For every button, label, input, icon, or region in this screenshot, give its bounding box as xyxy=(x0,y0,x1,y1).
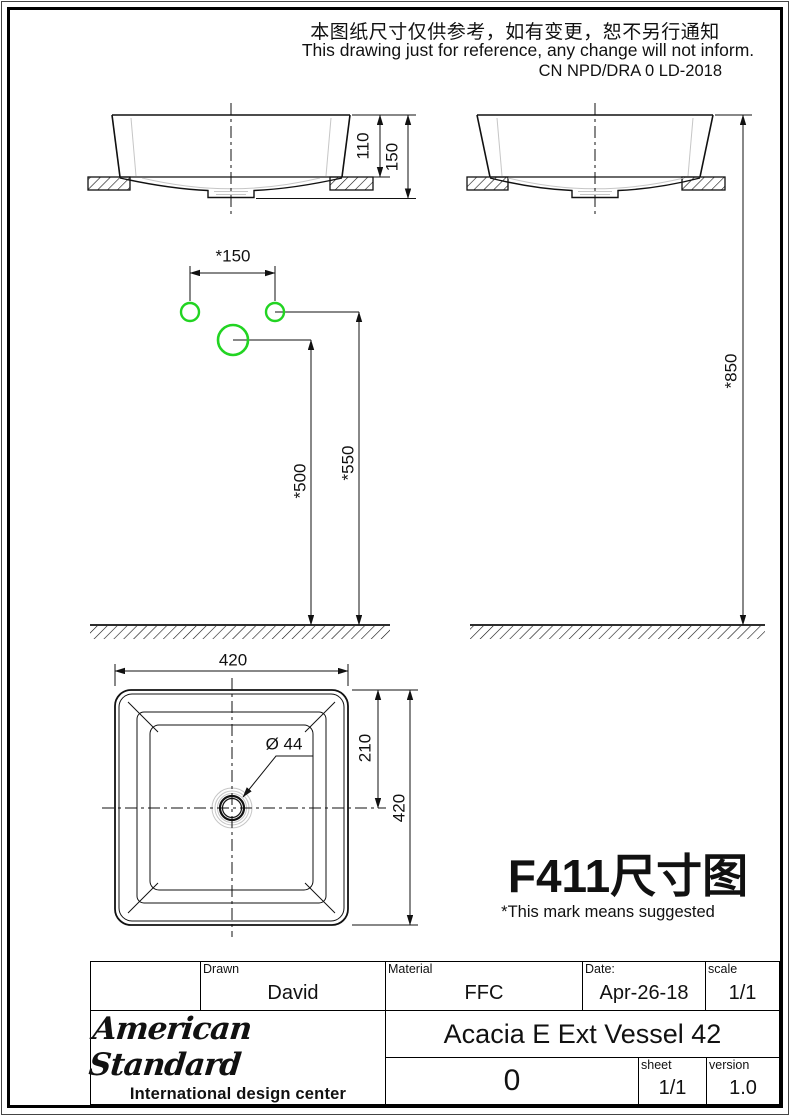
notice-chinese: 本图纸尺寸仅供参考，如有变更，恕不另行通知 xyxy=(310,22,720,43)
front-section-view xyxy=(87,103,416,214)
dim-500-label: *500 xyxy=(290,463,310,499)
plan-view xyxy=(102,664,418,937)
dim-550-label: *550 xyxy=(338,445,358,481)
dim-150-spacing-label: *150 xyxy=(215,246,251,266)
drawn-label: Drawn xyxy=(203,962,240,976)
scale-label: scale xyxy=(708,962,738,976)
faucet-hole-layout xyxy=(179,266,363,626)
dim-210-label: 210 xyxy=(355,733,375,763)
revision-cell: 0 xyxy=(385,1057,639,1105)
product-name-cell: Acacia E Ext Vessel 42 xyxy=(385,1010,780,1058)
brand-cell: American Standard International design c… xyxy=(87,1010,386,1105)
brand-subtitle: International design center xyxy=(129,1085,347,1103)
dim-150-label: 150 xyxy=(382,142,402,172)
floor-lines xyxy=(90,624,765,639)
drawn-cell: Drawn David xyxy=(200,961,386,1011)
side-section-view xyxy=(466,103,752,626)
title-block-empty-cell xyxy=(90,961,201,1011)
figure-note: *This mark means suggested xyxy=(501,903,715,921)
dim-110-label: 110 xyxy=(353,132,373,160)
revision-value: 0 xyxy=(503,1064,521,1097)
product-name: Acacia E Ext Vessel 42 xyxy=(443,1018,722,1049)
material-cell: Material FFC xyxy=(385,961,583,1011)
material-value: FFC xyxy=(464,981,504,1004)
material-label: Material xyxy=(388,962,433,976)
scale-cell: scale 1/1 xyxy=(705,961,780,1011)
scale-value: 1/1 xyxy=(728,981,757,1004)
drawn-value: David xyxy=(267,981,319,1004)
sheet-label: sheet xyxy=(641,1058,672,1072)
sheet-inner-border xyxy=(7,7,783,1108)
figure-title: F411尺寸图 xyxy=(507,850,749,902)
version-label: version xyxy=(709,1058,750,1072)
title-block: Drawn David Material FFC Date: Apr-26-18… xyxy=(87,961,780,1105)
document-code: CN NPD/DRA 0 LD-2018 xyxy=(538,62,722,80)
dim-drain-diameter-label: Ø 44 xyxy=(265,734,303,754)
brand-logo: American Standard xyxy=(87,1011,253,1083)
dim-420-width-label: 420 xyxy=(218,650,248,670)
version-cell: version 1.0 xyxy=(706,1057,780,1105)
notice-english: This drawing just for reference, any cha… xyxy=(301,40,755,60)
sheet-value: 1/1 xyxy=(658,1076,687,1099)
version-value: 1.0 xyxy=(729,1076,757,1099)
dim-850-label: *850 xyxy=(721,353,741,389)
dim-420-depth-label: 420 xyxy=(389,793,409,823)
sheet-cell: sheet 1/1 xyxy=(638,1057,707,1105)
faucet-hole-circles xyxy=(179,301,286,357)
date-cell: Date: Apr-26-18 xyxy=(582,961,706,1011)
date-value: Apr-26-18 xyxy=(599,981,689,1004)
date-label: Date: xyxy=(585,962,615,976)
